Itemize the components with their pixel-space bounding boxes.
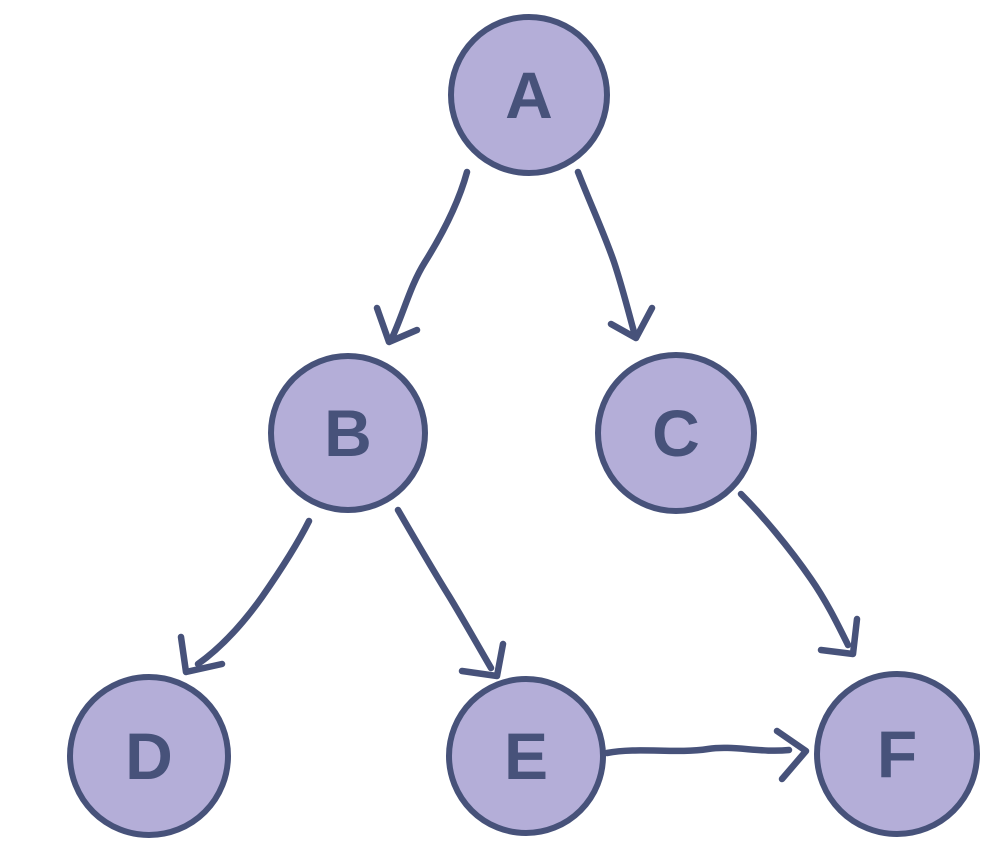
node-d-label: D (125, 719, 173, 793)
node-a-circle (448, 14, 610, 176)
node-b-circle (268, 353, 428, 513)
edge-b-e-line (394, 506, 495, 672)
edge-b-e-arrowhead-icon (458, 640, 507, 680)
node-b-label: B (324, 396, 372, 470)
node-e: E (446, 676, 606, 836)
edge-c-f-line (737, 490, 852, 649)
edge-b-e (394, 506, 507, 680)
edge-a-b-arrowhead-icon (373, 304, 421, 346)
edge-a-c-line (574, 168, 638, 336)
edge-a-b (373, 168, 471, 346)
edge-layer (177, 168, 861, 783)
node-layer: A B C D E F (67, 14, 980, 838)
edge-e-f (603, 727, 810, 783)
edge-a-c (574, 168, 656, 342)
node-e-circle (446, 676, 606, 836)
edge-e-f-line (603, 744, 793, 757)
node-a: A (448, 14, 610, 176)
node-c-label: C (652, 396, 700, 470)
edge-c-f (737, 490, 861, 658)
edge-b-d-line (194, 517, 313, 668)
node-a-label: A (505, 58, 553, 132)
edge-b-d (177, 517, 313, 676)
node-c: C (595, 352, 757, 514)
node-f: F (814, 671, 980, 837)
node-d-circle (67, 674, 231, 838)
edge-c-f-arrowhead-icon (817, 615, 861, 658)
edge-a-b-line (388, 168, 471, 342)
node-f-label: F (877, 717, 917, 791)
node-e-label: E (504, 719, 548, 793)
node-b: B (268, 353, 428, 513)
edge-b-d-arrowhead-icon (177, 633, 226, 676)
edge-a-c-arrowhead-icon (607, 304, 656, 342)
node-c-circle (595, 352, 757, 514)
node-f-circle (814, 671, 980, 837)
node-d: D (67, 674, 231, 838)
edge-e-f-arrowhead-icon (773, 727, 810, 783)
